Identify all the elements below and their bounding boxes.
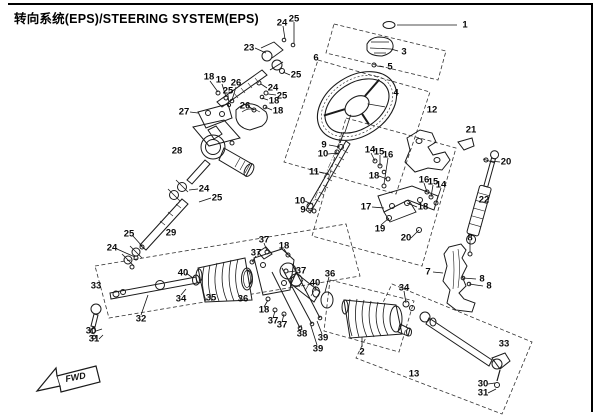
rack-pinion-housing <box>241 246 334 331</box>
upper-steering-shaft <box>215 37 296 131</box>
steering-wheel <box>316 71 398 144</box>
leader-lines <box>95 22 501 394</box>
fwd-direction-arrow: FWD <box>35 365 101 393</box>
dashed-group-boxes <box>94 23 533 415</box>
fwd-label: FWD <box>64 370 87 384</box>
page-border-right <box>591 3 593 412</box>
cap-part <box>382 21 396 29</box>
horn-pad <box>366 21 396 68</box>
right-bellows-boot <box>341 298 412 339</box>
page-title: 转向系统(EPS)/STEERING SYSTEM(EPS) <box>14 12 259 26</box>
column-bracket-assembly <box>372 129 475 233</box>
steering-damper <box>466 150 500 257</box>
horn-screw <box>371 62 377 68</box>
right-tie-rod <box>402 300 511 388</box>
eps-motor <box>192 119 255 177</box>
steering-column-shaft <box>305 131 351 214</box>
page-border-top <box>8 3 593 5</box>
intermediate-shaft <box>121 198 189 270</box>
left-bellows-boot <box>195 257 253 303</box>
gear-guard <box>442 243 476 313</box>
left-tie-rod <box>90 274 200 340</box>
universal-joint-lower <box>167 159 211 202</box>
column-mount-plate <box>197 103 233 129</box>
